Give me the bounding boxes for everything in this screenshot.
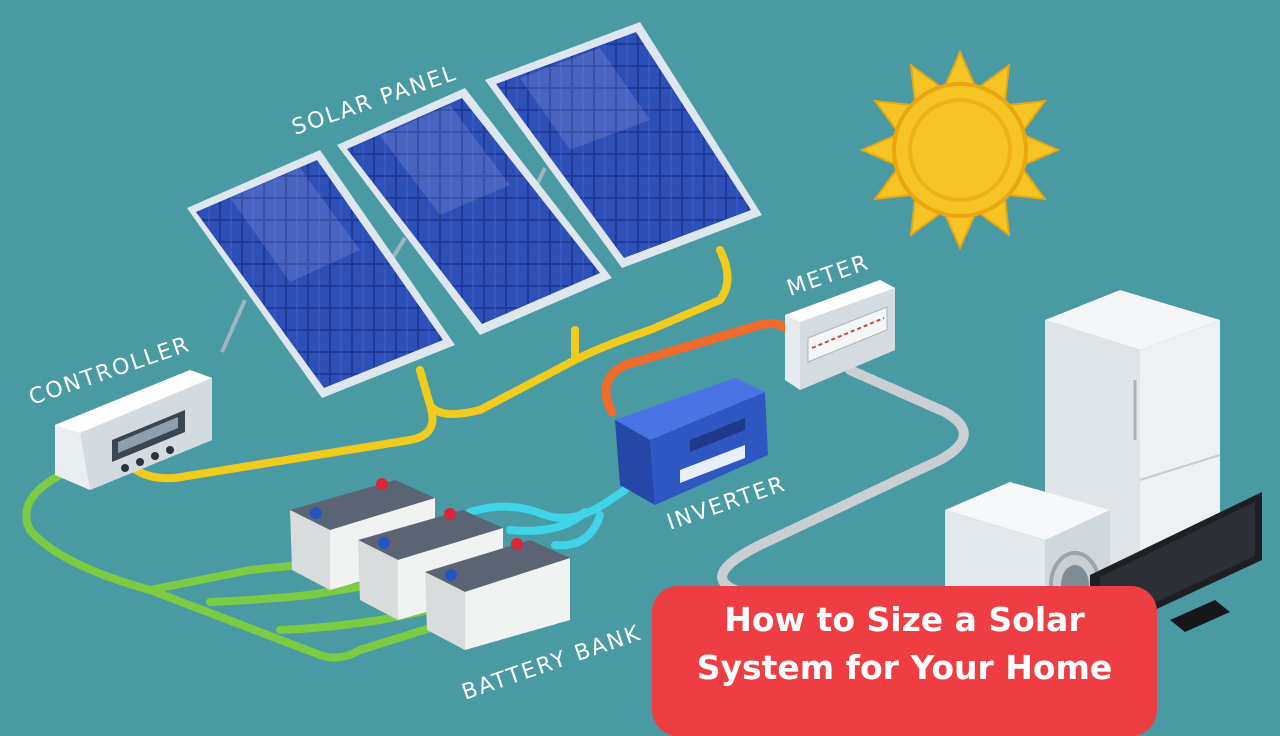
banner-line-1: How to Size a Solar bbox=[724, 600, 1085, 639]
home-cable bbox=[717, 365, 969, 605]
title-banner: How to Size a Solar System for Your Home bbox=[652, 586, 1157, 736]
solar-panel-icon bbox=[187, 150, 455, 398]
panel-cable bbox=[126, 246, 732, 483]
solar-system-diagram: SOLAR PANEL CONTROLLER METER INVERTER BA… bbox=[22, 22, 1262, 736]
banner-line-2: System for Your Home bbox=[696, 648, 1113, 687]
sun-icon bbox=[859, 49, 1061, 251]
solar-panel-icon bbox=[337, 88, 612, 335]
inverter-link bbox=[466, 486, 629, 550]
inverter-icon bbox=[615, 378, 768, 505]
diagram-canvas: SOLAR PANEL CONTROLLER METER INVERTER BA… bbox=[22, 22, 1262, 706]
battery-icon bbox=[425, 538, 570, 650]
controller-icon bbox=[55, 370, 212, 490]
battery-bank bbox=[290, 478, 570, 650]
solar-panel-icon bbox=[485, 22, 762, 268]
battery-cable bbox=[22, 471, 444, 662]
solar-panel-array bbox=[187, 22, 762, 398]
meter-icon bbox=[785, 280, 895, 390]
cables bbox=[22, 246, 969, 662]
meter-cable bbox=[601, 319, 795, 417]
